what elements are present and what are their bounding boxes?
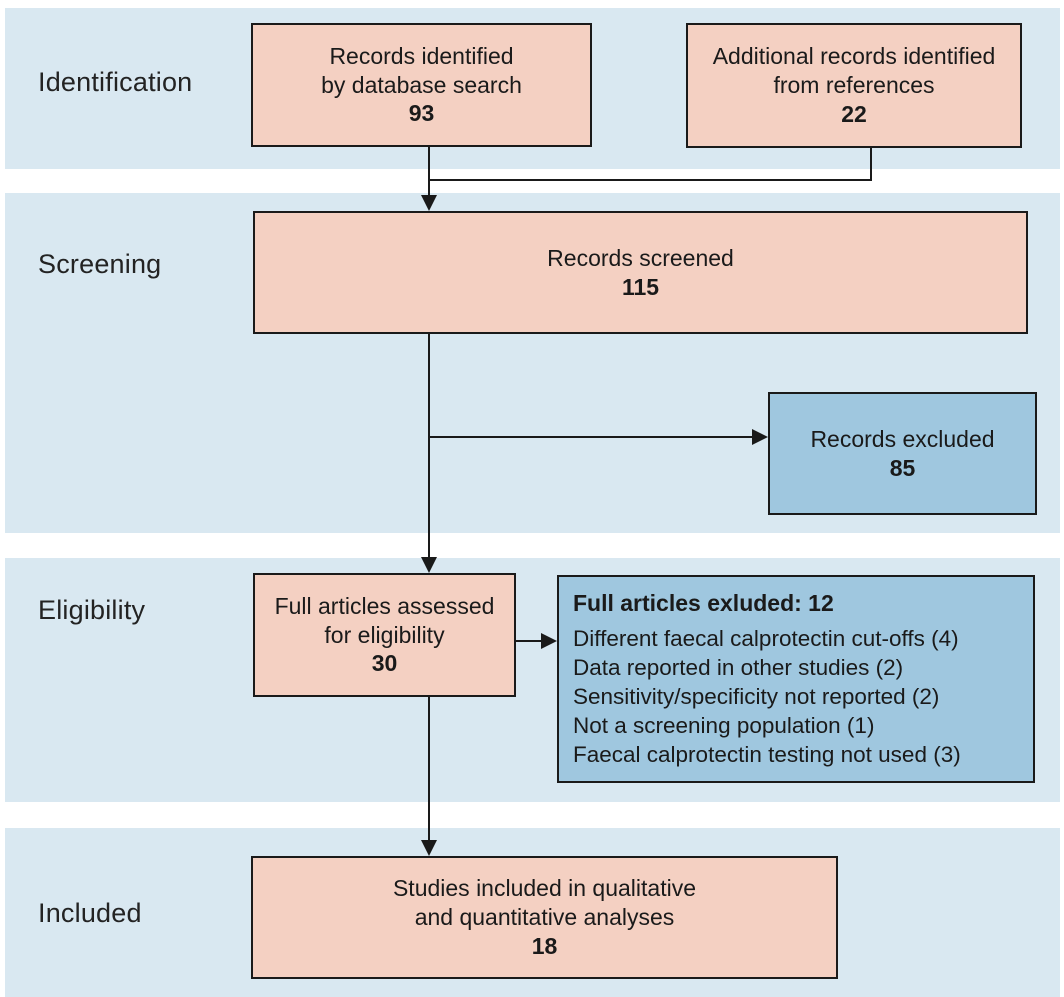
- exclusion-reason: Different faecal calprotectin cut-offs (…: [573, 626, 959, 652]
- connector-screened-to-assessed: [428, 334, 430, 558]
- connector-additional-merge: [428, 179, 872, 181]
- box-records-identified-line2: by database search: [321, 71, 522, 98]
- box-records-screened-count: 115: [621, 273, 660, 300]
- box-records-screened-line1: Records screened: [547, 244, 734, 271]
- stage-label-included: Included: [38, 898, 142, 928]
- box-additional-records-line1: Additional records identified: [712, 43, 996, 70]
- box-studies-included-line1: Studies included in qualitative: [392, 875, 697, 902]
- box-additional-records: Additional records identified from refer…: [686, 23, 1022, 148]
- box-full-articles-assessed-line1: Full articles assessed: [274, 592, 495, 619]
- box-full-articles-excluded: Full articles exluded: 12 Different faec…: [557, 575, 1035, 783]
- box-records-excluded: Records excluded 85: [768, 392, 1037, 515]
- box-records-excluded-count: 85: [889, 454, 916, 481]
- box-full-articles-assessed-line2: for eligibility: [324, 621, 445, 648]
- connector-branch-records-excluded: [429, 436, 753, 438]
- box-records-excluded-line1: Records excluded: [810, 425, 995, 452]
- arrowhead-included-icon: [421, 840, 437, 856]
- arrowhead-screened-icon: [421, 195, 437, 211]
- exclusion-reason: Not a screening population (1): [573, 712, 875, 738]
- box-full-articles-assessed-count: 30: [371, 650, 398, 677]
- box-additional-records-line2: from references: [773, 72, 935, 99]
- box-studies-included-line2: and quantitative analyses: [414, 904, 675, 931]
- box-records-screened: Records screened 115: [253, 211, 1028, 334]
- connector-assessed-to-included: [428, 697, 430, 841]
- box-additional-records-count: 22: [841, 100, 867, 127]
- box-records-identified-count: 93: [408, 100, 435, 127]
- stage-label-eligibility: Eligibility: [38, 595, 146, 625]
- box-studies-included: Studies included in qualitative and quan…: [251, 856, 838, 979]
- arrowhead-records-excluded-icon: [752, 429, 768, 445]
- box-studies-included-count: 18: [531, 932, 558, 959]
- stage-label-identification: Identification: [38, 67, 193, 97]
- arrowhead-assessed-icon: [421, 557, 437, 573]
- box-records-identified-line1: Records identified: [329, 42, 514, 69]
- exclusion-reason: Sensitivity/specificity not reported (2): [573, 684, 940, 710]
- arrowhead-full-excluded-icon: [541, 633, 557, 649]
- box-full-articles-assessed: Full articles assessed for eligibility 3…: [253, 573, 516, 697]
- stage-label-screening: Screening: [38, 249, 162, 279]
- connector-identified-to-screened: [428, 147, 430, 196]
- connector-assessed-to-full-excluded: [516, 640, 543, 642]
- exclusion-reason: Faecal calprotectin testing not used (3): [573, 741, 961, 767]
- box-records-identified: Records identified by database search 93: [251, 23, 592, 147]
- box-full-articles-excluded-title: Full articles exluded: 12: [573, 590, 834, 616]
- exclusion-reason: Data reported in other studies (2): [573, 655, 904, 681]
- connector-additional-down: [870, 148, 872, 181]
- exclusion-reason-list: Different faecal calprotectin cut-offs (…: [573, 625, 1019, 769]
